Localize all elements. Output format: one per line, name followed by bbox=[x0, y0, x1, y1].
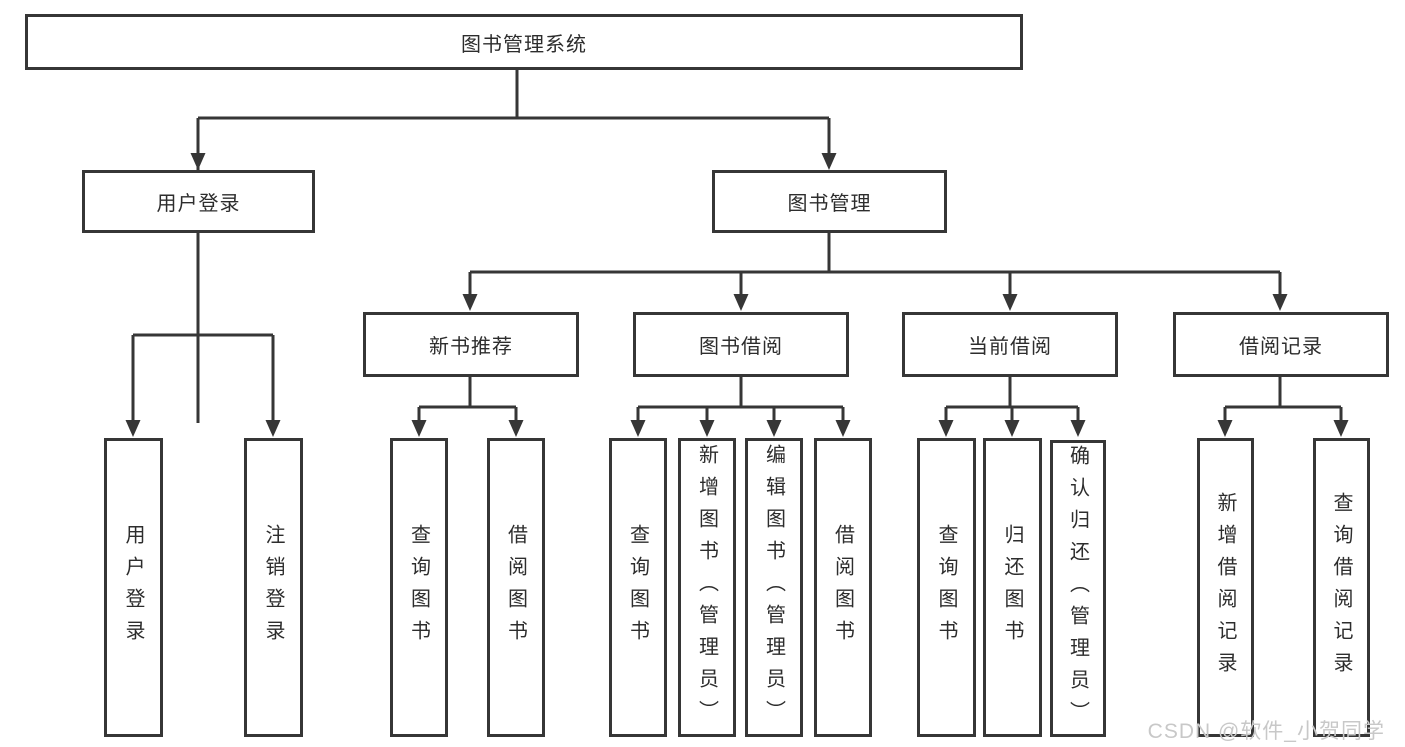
leaf-add-borrow-record-label: 新增借阅记录 bbox=[1214, 491, 1236, 684]
node-user-login: 用户登录 bbox=[82, 170, 315, 233]
node-book-borrow-label: 图书借阅 bbox=[699, 336, 783, 358]
node-book-management: 图书管理 bbox=[712, 170, 947, 233]
leaf-borrow-books-label: 借阅图书 bbox=[831, 523, 854, 652]
node-current-borrow: 当前借阅 bbox=[902, 312, 1118, 377]
leaf-query-books-borrow: 查询图书 bbox=[609, 438, 667, 737]
node-library-system-label: 图书管理系统 bbox=[461, 33, 587, 56]
node-current-borrow-label: 当前借阅 bbox=[968, 336, 1052, 358]
connector-borrow bbox=[636, 377, 845, 423]
arrowheads bbox=[125, 153, 1349, 437]
leaf-return-books: 归还图书 bbox=[983, 438, 1042, 737]
node-borrow-records-label: 借阅记录 bbox=[1239, 336, 1323, 358]
node-book-borrow: 图书借阅 bbox=[633, 312, 849, 377]
leaf-edit-books-admin: 编辑图书（管理员） bbox=[745, 438, 803, 737]
node-new-book-recommend-label: 新书推荐 bbox=[429, 336, 513, 358]
leaf-query-borrow-record-label: 查询借阅记录 bbox=[1330, 491, 1352, 684]
leaf-borrow-books-recommend-label: 借阅图书 bbox=[504, 523, 527, 652]
leaf-query-borrow-record: 查询借阅记录 bbox=[1313, 438, 1370, 737]
node-new-book-recommend: 新书推荐 bbox=[363, 312, 579, 377]
node-library-system: 图书管理系统 bbox=[25, 14, 1023, 70]
leaf-query-books-current: 查询图书 bbox=[917, 438, 976, 737]
leaf-query-books-current-label: 查询图书 bbox=[935, 523, 957, 652]
leaf-user-login-label: 用户登录 bbox=[122, 523, 144, 652]
leaf-confirm-return-admin-label: 确认归还（管理员） bbox=[1066, 444, 1089, 733]
node-user-login-label: 用户登录 bbox=[156, 193, 241, 215]
leaf-logout: 注销登录 bbox=[244, 438, 303, 737]
leaf-borrow-books-recommend: 借阅图书 bbox=[487, 438, 545, 737]
leaf-confirm-return-admin: 确认归还（管理员） bbox=[1050, 440, 1106, 737]
leaf-return-books-label: 归还图书 bbox=[1001, 523, 1023, 652]
connector-new-book bbox=[417, 377, 518, 423]
node-borrow-records: 借阅记录 bbox=[1173, 312, 1389, 377]
leaf-query-books-borrow-label: 查询图书 bbox=[626, 523, 649, 652]
leaf-query-books-recommend-label: 查询图书 bbox=[407, 523, 430, 652]
leaf-user-login: 用户登录 bbox=[104, 438, 163, 737]
leaf-edit-books-admin-label: 编辑图书（管理员） bbox=[762, 443, 785, 732]
node-book-management-label: 图书管理 bbox=[787, 193, 872, 215]
leaf-query-books-recommend: 查询图书 bbox=[390, 438, 448, 737]
connector-current bbox=[944, 377, 1080, 423]
leaf-add-books-admin-label: 新增图书（管理员） bbox=[695, 443, 718, 732]
connector-login bbox=[131, 233, 275, 423]
connector-records bbox=[1223, 377, 1343, 423]
leaf-add-borrow-record: 新增借阅记录 bbox=[1197, 438, 1254, 737]
connector-root bbox=[196, 69, 831, 423]
connector-book-mgmt bbox=[468, 233, 1282, 298]
leaf-add-books-admin: 新增图书（管理员） bbox=[678, 438, 736, 737]
leaf-logout-label: 注销登录 bbox=[262, 523, 284, 652]
leaf-borrow-books: 借阅图书 bbox=[814, 438, 872, 737]
